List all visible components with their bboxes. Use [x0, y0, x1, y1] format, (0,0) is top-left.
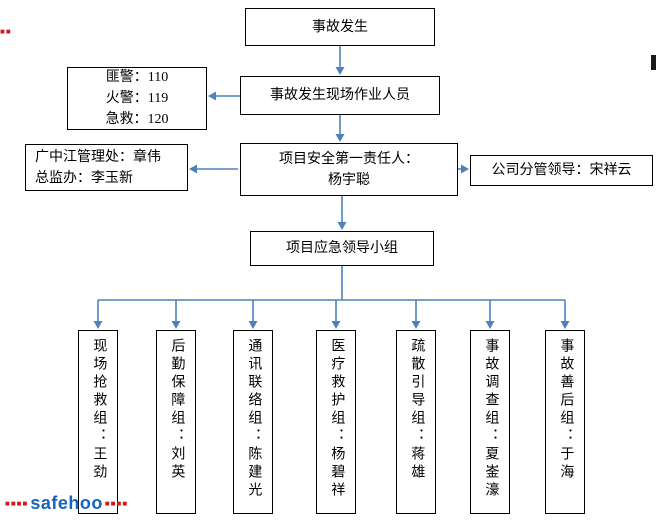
accident-label: 事故发生: [312, 19, 368, 35]
team-label-logistics: 后勤保障组：刘英: [169, 338, 185, 482]
fire-number: 火警：119: [105, 91, 169, 106]
safety-responsible-title: 项目安全第一责任人：: [279, 151, 419, 167]
team-box-communication: 通讯联络组：陈建光: [233, 330, 273, 514]
watermark: ■■■■ safehoo ■■■■: [5, 493, 128, 514]
police-number: 匪警：110: [105, 70, 169, 85]
accident-box: 事故发生: [245, 8, 435, 46]
company-leader-box: 公司分管领导：宋祥云: [470, 155, 653, 186]
emergency-numbers-box: 匪警：110 火警：119 急救：120: [67, 67, 207, 130]
right-edge-mark: [651, 55, 656, 70]
watermark-prefix: ■■■■: [5, 499, 29, 508]
team-label-investigation: 事故调查组：夏崟濠: [483, 338, 499, 500]
team-label-communication: 通讯联络组：陈建光: [246, 338, 262, 500]
leading-group-label: 项目应急领导小组: [286, 241, 398, 256]
management-office-line1: 广中江管理处：章伟: [35, 149, 161, 165]
team-box-investigation: 事故调查组：夏崟濠: [470, 330, 510, 514]
team-box-logistics: 后勤保障组：刘英: [156, 330, 196, 514]
team-box-evacuation: 疏散引导组：蒋雄: [396, 330, 436, 514]
safety-responsible-name: 杨宇聪: [328, 172, 370, 188]
onsite-workers-box: 事故发生现场作业人员: [240, 76, 440, 115]
watermark-suffix: ■■■■: [104, 499, 129, 508]
management-office-line2: 总监办：李玉新: [35, 170, 133, 186]
team-label-evacuation: 疏散引导组：蒋雄: [409, 338, 425, 482]
safety-responsible-box: 项目安全第一责任人： 杨宇聪: [240, 143, 458, 196]
onsite-workers-label: 事故发生现场作业人员: [270, 88, 410, 103]
team-box-onsite-rescue: 现场抢救组：王劲: [78, 330, 118, 514]
management-office-box: 广中江管理处：章伟 总监办：李玉新: [25, 144, 188, 191]
red-edge-mark: ■■: [0, 27, 12, 36]
ambulance-number: 急救：120: [105, 112, 169, 127]
team-label-onsite-rescue: 现场抢救组：王劲: [91, 338, 107, 482]
watermark-brand: safehoo: [30, 493, 103, 513]
team-label-medical: 医疗救护组：杨碧祥: [329, 338, 345, 500]
leading-group-box: 项目应急领导小组: [250, 231, 434, 266]
team-box-medical: 医疗救护组：杨碧祥: [316, 330, 356, 514]
team-box-aftermath: 事故善后组：于海: [545, 330, 585, 514]
company-leader-label: 公司分管领导：宋祥云: [491, 163, 632, 178]
team-label-aftermath: 事故善后组：于海: [558, 338, 574, 482]
